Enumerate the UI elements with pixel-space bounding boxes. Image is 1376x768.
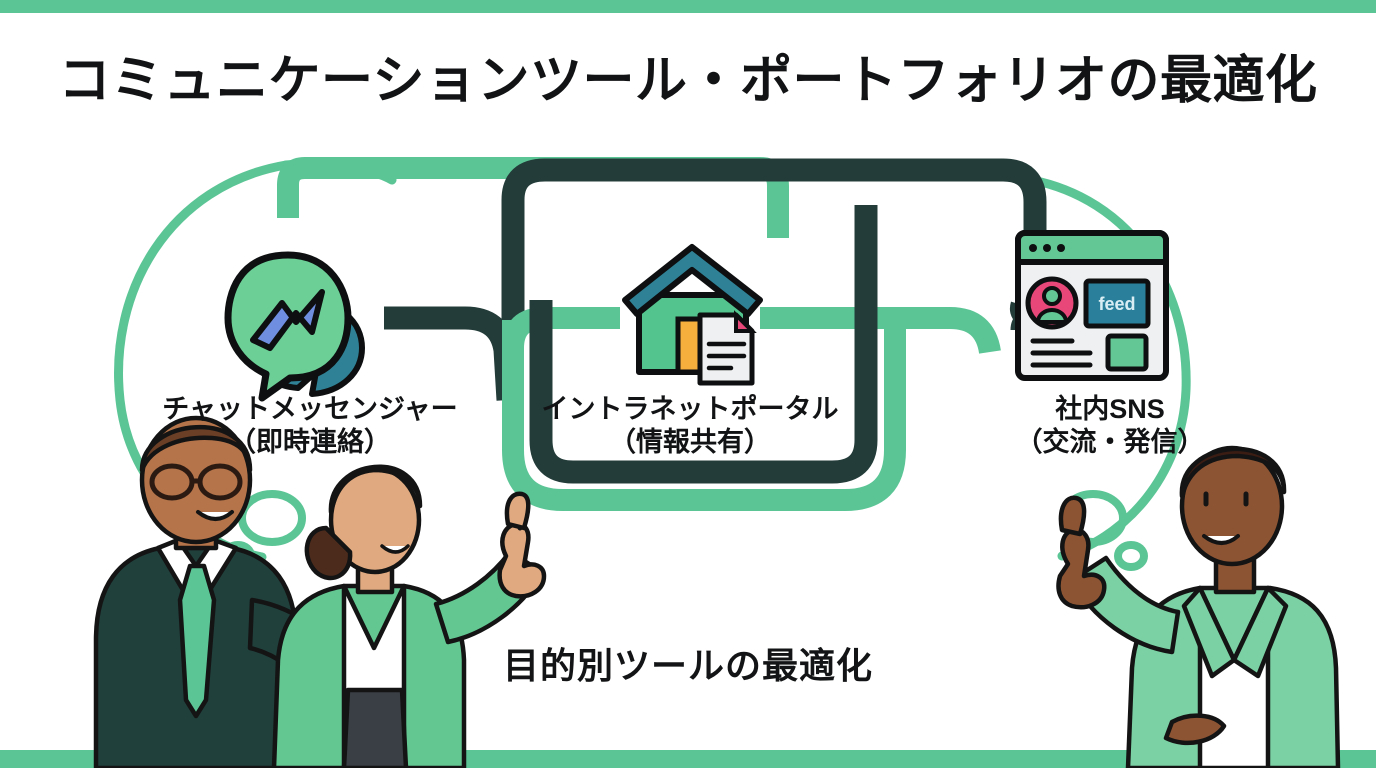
chat-bubbles-icon — [224, 251, 365, 402]
node-label-line2: （即時連絡） — [229, 426, 391, 457]
window-dots-icon — [1029, 244, 1065, 252]
node-label-line1: チャットメッセンジャー — [162, 394, 458, 424]
person-left-man — [93, 415, 377, 768]
text-lines-icon — [1030, 338, 1093, 368]
person-right-man — [1056, 445, 1341, 768]
dark-connector-top-bracket — [501, 158, 1047, 330]
person-left-woman — [271, 464, 547, 768]
node-label-internal-sns: 社内SNS （交流・発信） — [955, 393, 1265, 459]
browser-feed-icon: feed — [1015, 230, 1169, 381]
node-label-line1: 社内SNS — [1055, 394, 1165, 424]
avatar-icon — [1025, 276, 1079, 330]
green-connector-right-out — [760, 307, 1001, 355]
node-label-intranet-portal: イントラネットポータル （情報共有） — [500, 393, 880, 459]
page-title: コミュニケーションツール・ポートフォリオの最適化 — [58, 52, 1318, 110]
node-label-chat-messenger: チャットメッセンジャー （即時連絡） — [100, 393, 520, 459]
bottom-caption: 目的別ツールの最適化 — [502, 645, 873, 686]
top-accent-bar — [0, 0, 1376, 13]
feed-badge-label: feed — [1098, 294, 1135, 314]
center-node-outer-frame — [502, 320, 906, 511]
center-node-inner-frame — [529, 205, 878, 484]
node-label-line2: （交流・発信） — [1015, 426, 1205, 457]
node-label-line1: イントラネットポータル — [541, 394, 839, 424]
house-document-icon — [622, 244, 763, 386]
node-label-line2: （情報共有） — [609, 426, 771, 457]
